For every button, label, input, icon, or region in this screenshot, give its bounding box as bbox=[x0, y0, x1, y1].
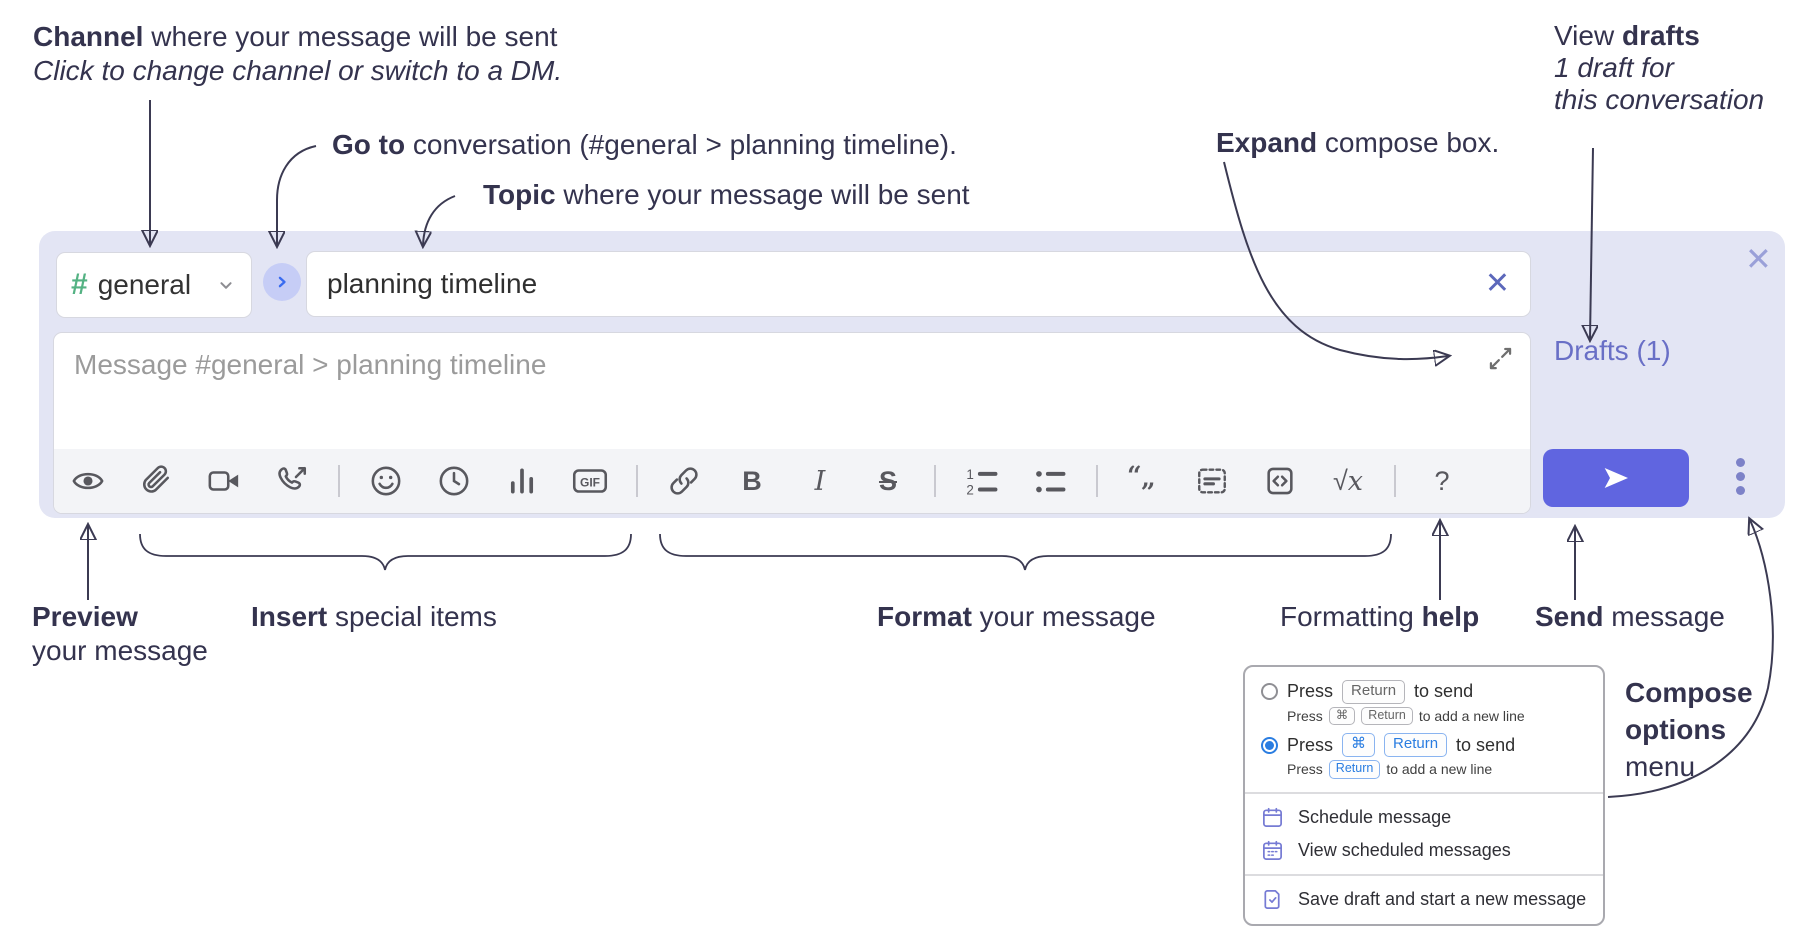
menu-item-save-draft[interactable]: Save draft and start a new message bbox=[1245, 883, 1603, 916]
brace-format bbox=[659, 533, 1392, 571]
brace-insert bbox=[139, 533, 632, 571]
send-button[interactable] bbox=[1543, 449, 1689, 507]
menu-item-view-scheduled[interactable]: View scheduled messages bbox=[1245, 834, 1603, 867]
link-icon[interactable] bbox=[664, 461, 704, 501]
global-time-icon[interactable] bbox=[434, 461, 474, 501]
preview-eye-icon[interactable] bbox=[68, 461, 108, 501]
spoiler-icon[interactable] bbox=[1192, 461, 1232, 501]
draft-check-icon bbox=[1261, 888, 1284, 911]
italic-icon[interactable]: I bbox=[814, 465, 826, 497]
annotation-expand: Expand compose box. bbox=[1216, 127, 1500, 158]
bulleted-list-icon[interactable] bbox=[1030, 461, 1070, 501]
strikethrough-icon[interactable]: S bbox=[878, 465, 897, 496]
send-option-return[interactable]: Press Return to send Press ⌘ Return to a… bbox=[1245, 678, 1603, 731]
attach-file-icon[interactable] bbox=[136, 461, 176, 501]
svg-text:„: „ bbox=[1141, 464, 1156, 494]
video-call-icon[interactable] bbox=[204, 461, 244, 501]
svg-text:“: “ bbox=[1127, 464, 1142, 491]
calendar-icon bbox=[1261, 806, 1284, 829]
annotation-preview: Preview your message bbox=[32, 601, 208, 666]
formatting-help-icon[interactable]: ? bbox=[1434, 465, 1450, 496]
annotation-channel: Channel where your message will be sent … bbox=[33, 21, 563, 86]
annotation-compose-options: Compose options menu bbox=[1625, 677, 1753, 782]
gif-icon[interactable]: GIF bbox=[570, 461, 610, 501]
math-icon[interactable]: √x bbox=[1332, 465, 1364, 497]
compose-options-kebab-icon[interactable] bbox=[1736, 458, 1745, 495]
annotation-formatting-help: Formatting help bbox=[1280, 601, 1480, 632]
annotation-topic: Topic where your message will be sent bbox=[483, 179, 970, 210]
toolbar-divider bbox=[636, 465, 638, 497]
menu-item-schedule-message[interactable]: Schedule message bbox=[1245, 801, 1603, 834]
close-compose-icon[interactable]: ✕ bbox=[1745, 241, 1772, 277]
bold-icon[interactable]: B bbox=[742, 465, 762, 496]
svg-text:GIF: GIF bbox=[580, 475, 600, 489]
topic-input[interactable]: planning timeline ✕ bbox=[306, 251, 1531, 317]
expand-compose-icon[interactable] bbox=[1487, 345, 1514, 372]
calendar-grid-icon bbox=[1261, 839, 1284, 862]
annotation-view-drafts: View drafts 1 draft for this conversatio… bbox=[1554, 20, 1765, 115]
go-to-conversation-button[interactable] bbox=[263, 263, 301, 301]
compose-options-menu: Press Return to send Press ⌘ Return to a… bbox=[1243, 665, 1605, 926]
toolbar-divider bbox=[1096, 465, 1098, 497]
menu-divider bbox=[1245, 873, 1603, 876]
code-icon[interactable] bbox=[1260, 461, 1300, 501]
menu-divider bbox=[1245, 791, 1603, 794]
annotation-insert: Insert special items bbox=[251, 601, 497, 632]
annotation-format: Format your message bbox=[877, 601, 1156, 632]
channel-selector[interactable]: # general bbox=[56, 252, 252, 318]
radio-selected[interactable] bbox=[1261, 736, 1278, 754]
toolbar-divider bbox=[934, 465, 936, 497]
channel-name: general bbox=[97, 269, 192, 300]
message-textarea[interactable]: Message #general > planning timeline bbox=[53, 332, 1531, 514]
chevron-down-icon bbox=[215, 274, 237, 296]
svg-text:2: 2 bbox=[966, 482, 973, 497]
send-option-cmd-return[interactable]: Press ⌘ Return to send Press Return to a… bbox=[1245, 731, 1603, 784]
channel-hash-icon: # bbox=[71, 268, 88, 301]
svg-text:1: 1 bbox=[966, 467, 973, 482]
drafts-link[interactable]: Drafts (1) bbox=[1554, 335, 1671, 366]
toolbar-divider bbox=[338, 465, 340, 497]
quote-icon[interactable]: “„ bbox=[1124, 461, 1164, 501]
message-placeholder: Message #general > planning timeline bbox=[74, 349, 547, 380]
annotation-send: Send message bbox=[1535, 601, 1725, 632]
radio-unselected[interactable] bbox=[1261, 683, 1278, 701]
send-icon bbox=[1604, 468, 1628, 488]
toolbar-divider bbox=[1394, 465, 1396, 497]
chevron-right-icon bbox=[278, 276, 286, 288]
annotation-goto: Go to conversation (#general > planning … bbox=[332, 129, 957, 160]
compose-box-panel: # general planning timeline ✕ ✕ Message … bbox=[39, 231, 1785, 518]
voice-call-icon[interactable] bbox=[272, 461, 312, 501]
poll-icon[interactable] bbox=[502, 461, 542, 501]
topic-value: planning timeline bbox=[327, 268, 538, 299]
clear-topic-icon[interactable]: ✕ bbox=[1484, 267, 1510, 300]
emoji-icon[interactable] bbox=[366, 461, 406, 501]
